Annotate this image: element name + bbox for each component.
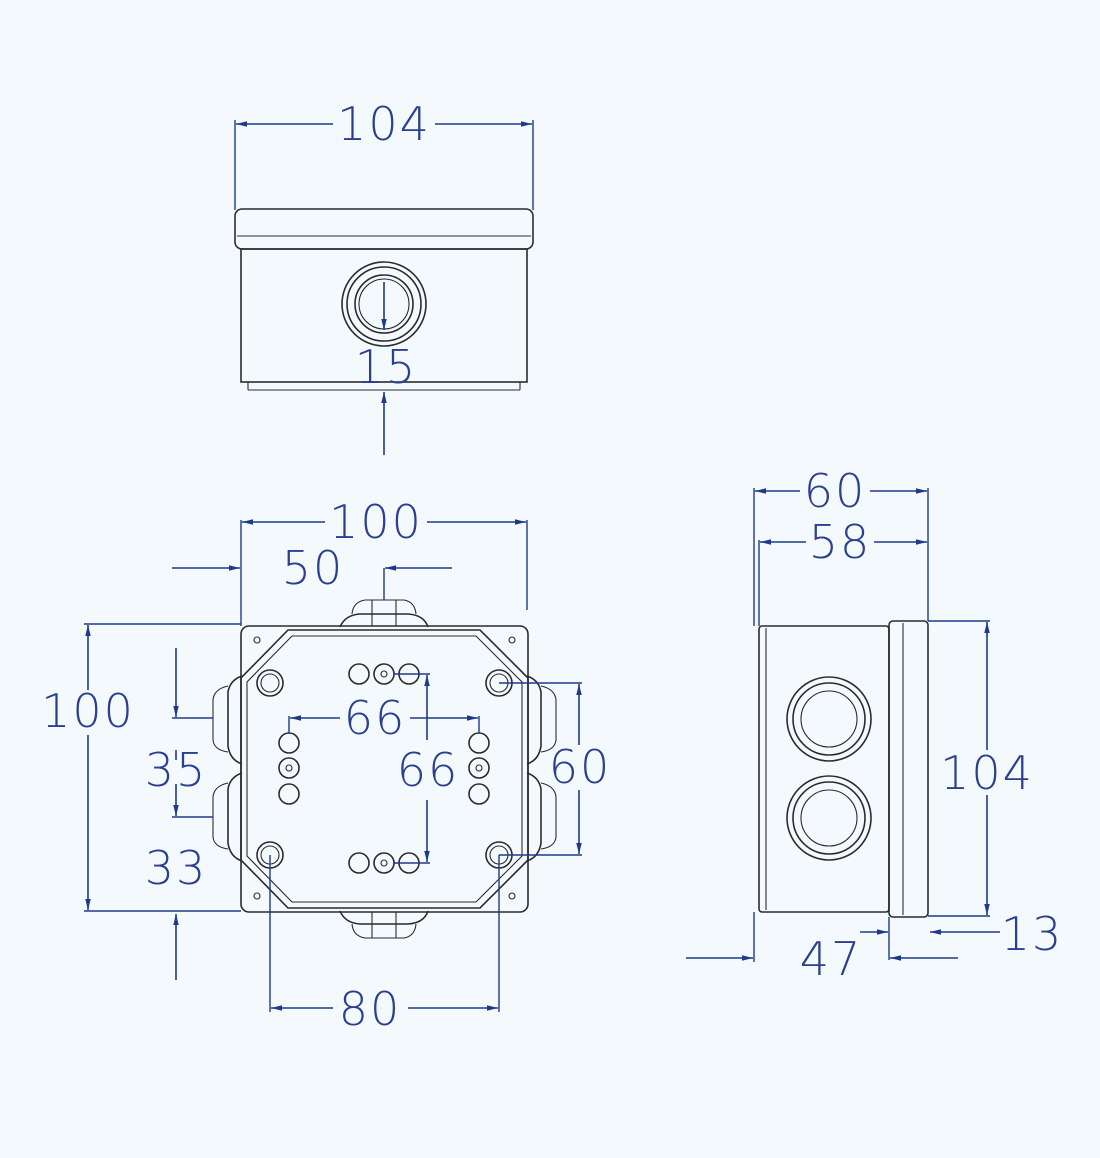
front-width-label: 104: [337, 97, 431, 151]
top-view-enclosure: [240, 625, 529, 913]
side-view: 60 58 104 13 47: [686, 464, 1064, 986]
side-view-glands: [786, 676, 872, 861]
top-view-glands: [212, 599, 557, 939]
base-depth-label: 47: [800, 932, 863, 986]
lid-thickness-label: 13: [1001, 907, 1064, 961]
side-depth-label: 60: [804, 464, 867, 518]
top-width-label: 100: [329, 495, 423, 549]
top-height-label: 100: [41, 684, 135, 738]
top-view: 100 50 100 66 66 60 35: [41, 495, 612, 1036]
side-height-label: 104: [940, 746, 1034, 800]
body-depth-label: 58: [809, 515, 872, 569]
inner-h-label: 66: [344, 691, 407, 745]
left-lower-label: 33: [145, 841, 208, 895]
gland-offset-label: 50: [282, 541, 345, 595]
mounting-spacing-label: 80: [339, 982, 402, 1036]
cable-hole-label: 15: [355, 340, 418, 394]
left-upper-label: 35: [145, 743, 208, 797]
front-view-enclosure: [234, 208, 534, 391]
side-view-enclosure: [758, 620, 929, 918]
right-gland-label: 60: [549, 740, 612, 794]
inner-v-label: 66: [397, 743, 460, 797]
front-view: 104 15: [234, 97, 534, 455]
mounting-holes: [256, 669, 513, 869]
